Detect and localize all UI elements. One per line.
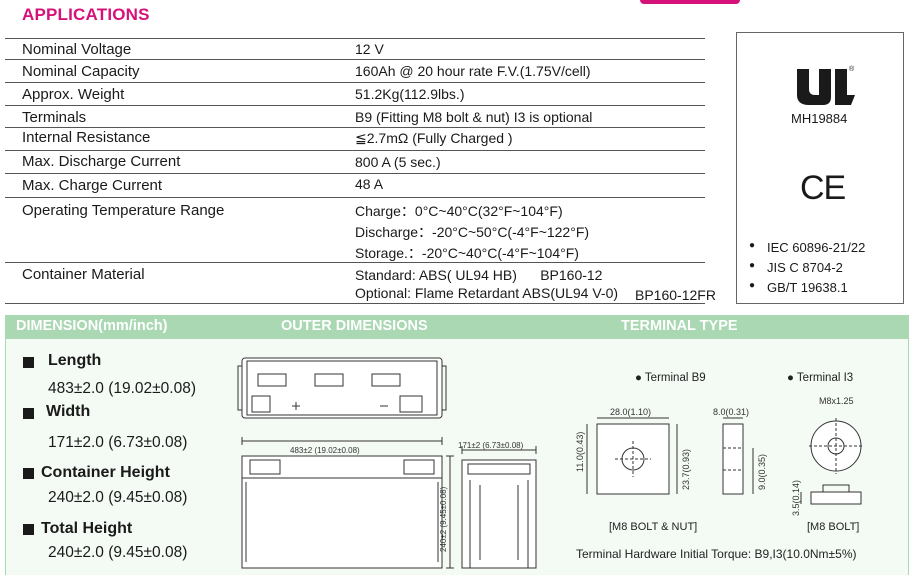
- b9-hole-height-label: 11.0(0.43): [575, 432, 585, 472]
- height-dimension-label: 240±2 (9.45±0.08): [439, 486, 448, 552]
- i3-bolt-label: M8x1.25: [819, 396, 854, 406]
- spec-value: Optional: Flame Retardant ABS(UL94 V-0): [355, 285, 619, 301]
- brand-accent-bar: [640, 0, 740, 4]
- bullet-icon: ●: [749, 280, 756, 291]
- battery-top-view: [237, 357, 447, 419]
- dim-label-container-height: Container Height: [41, 464, 170, 481]
- spec-value: 48 A: [355, 176, 384, 192]
- spec-label: Nominal Voltage: [22, 41, 132, 58]
- spec-value: Charge：0°C~40°C(32°F~104°F): [355, 203, 563, 219]
- spec-value: B9 (Fitting M8 bolt & nut) I3 is optiona…: [355, 109, 593, 125]
- terminal-i3-side: [800, 484, 862, 505]
- spec-label: Max. Charge Current: [22, 177, 163, 194]
- terminal-i3-top: [809, 418, 863, 474]
- dim-value-container-height: 240±2.0 (9.45±0.08): [48, 489, 188, 506]
- spec-row: Max. Discharge Current 800 A (5 sec.): [5, 151, 705, 174]
- i3-height-label: 3.5(0.14): [791, 480, 801, 516]
- spec-value-model: BP160-12FR: [635, 287, 716, 303]
- section-heading-applications: APPLICATIONS: [22, 5, 150, 24]
- terminal-type-title: TERMINAL TYPE: [621, 318, 738, 334]
- spec-row: Nominal Voltage 12 V: [5, 38, 705, 60]
- terminal-b9-side: [722, 417, 754, 495]
- spec-value: 800 A (5 sec.): [355, 154, 441, 170]
- b9-total-height-label: 23.7(0.93): [681, 449, 691, 490]
- terminal-i3-title: ● Terminal I3: [787, 372, 853, 384]
- dim-label-total-height: Total Height: [41, 520, 133, 537]
- b9-side-height-label: 9.0(0.35): [757, 454, 767, 490]
- certification-panel: ® MH19884 CE ● IEC 60896-21/22 ● JIS C 8…: [736, 32, 904, 304]
- bullet-icon: ●: [749, 240, 756, 251]
- spec-row: Nominal Capacity 160Ah @ 20 hour rate F.…: [5, 60, 705, 83]
- b9-caption: [M8 BOLT & NUT]: [609, 521, 697, 533]
- bullet-icon: ●: [749, 260, 756, 271]
- b9-thickness-label: 8.0(0.31): [713, 407, 749, 417]
- dim-value-width: 171±2.0 (6.73±0.08): [48, 434, 188, 451]
- outer-dimensions-title: OUTER DIMENSIONS: [281, 318, 428, 334]
- dim-label-width: Width: [46, 403, 91, 420]
- dim-value-total-height: 240±2.0 (9.45±0.08): [48, 544, 188, 561]
- spec-label: Operating Temperature Range: [22, 202, 225, 219]
- battery-side-view: [461, 446, 537, 569]
- ce-mark-icon: CE: [800, 169, 846, 207]
- torque-note: Terminal Hardware Initial Torque: B9,I3(…: [576, 547, 856, 561]
- square-bullet-icon: [23, 524, 34, 535]
- spec-row: Approx. Weight 51.2Kg(112.9lbs.): [5, 83, 705, 106]
- spec-value: 51.2Kg(112.9lbs.): [355, 86, 465, 102]
- terminal-b9-front: [586, 417, 678, 495]
- spec-label: Max. Discharge Current: [22, 153, 181, 170]
- b9-width-label: 28.0(1.10): [610, 407, 651, 417]
- outer-dimensions-drawing: 483±2 (19.02±0.08) 171±2 (6.73±0.08) 240…: [237, 357, 537, 569]
- standard-item: IEC 60896-21/22: [767, 240, 866, 255]
- length-dimension-label: 483±2 (19.02±0.08): [290, 446, 360, 455]
- standard-item: JIS C 8704-2: [767, 260, 843, 275]
- terminal-type-drawing: ● Terminal B9 ● Terminal I3 28.0(1.10) 8…: [575, 372, 863, 561]
- spec-value: ≦2.7mΩ (Fully Charged ): [355, 130, 513, 146]
- spec-value: Discharge：-20°C~50°C(-4°F~122°F): [355, 224, 590, 240]
- spec-value: Standard: ABS( UL94 HB) BP160-12: [355, 267, 603, 283]
- dimension-panel: Length 483±2.0 (19.02±0.08) Width 171±2.…: [5, 339, 909, 575]
- spec-label: Container Material: [22, 266, 145, 283]
- dim-value-length: 483±2.0 (19.02±0.08): [48, 380, 197, 397]
- square-bullet-icon: [23, 468, 34, 479]
- battery-front-view: [241, 437, 454, 569]
- spec-label: Nominal Capacity: [22, 63, 140, 80]
- dimension-title: DIMENSION(mm/inch): [16, 318, 168, 334]
- spec-value: Storage.：-20°C~40°C(-4°F~104°F): [355, 245, 579, 261]
- spec-row: Terminals B9 (Fitting M8 bolt & nut) I3 …: [5, 106, 705, 128]
- spec-label: Terminals: [22, 109, 87, 126]
- spec-row: Container Material Standard: ABS( UL94 H…: [5, 263, 716, 304]
- registered-mark: ®: [849, 66, 855, 73]
- dim-label-length: Length: [48, 352, 102, 369]
- spec-row: Operating Temperature Range Charge：0°C~4…: [5, 198, 705, 263]
- width-dimension-label: 171±2 (6.73±0.08): [458, 441, 524, 450]
- standard-item: GB/T 19638.1: [767, 280, 848, 295]
- i3-caption: [M8 BOLT]: [807, 521, 859, 533]
- spec-label: Approx. Weight: [22, 86, 125, 103]
- spec-label: Internal Resistance: [22, 129, 151, 146]
- spec-value: 160Ah @ 20 hour rate F.V.(1.75V/cell): [355, 63, 591, 79]
- ul-file-number: MH19884: [791, 111, 848, 126]
- spec-row: Internal Resistance ≦2.7mΩ (Fully Charge…: [5, 128, 705, 151]
- ul-listed-icon: [797, 69, 855, 105]
- terminal-b9-title: ● Terminal B9: [635, 372, 706, 384]
- spec-value: 12 V: [355, 41, 384, 57]
- spec-row: Max. Charge Current 48 A: [5, 174, 705, 198]
- dimension-header-bar: DIMENSION(mm/inch) OUTER DIMENSIONS TERM…: [5, 315, 909, 339]
- square-bullet-icon: [23, 408, 34, 419]
- square-bullet-icon: [23, 357, 34, 368]
